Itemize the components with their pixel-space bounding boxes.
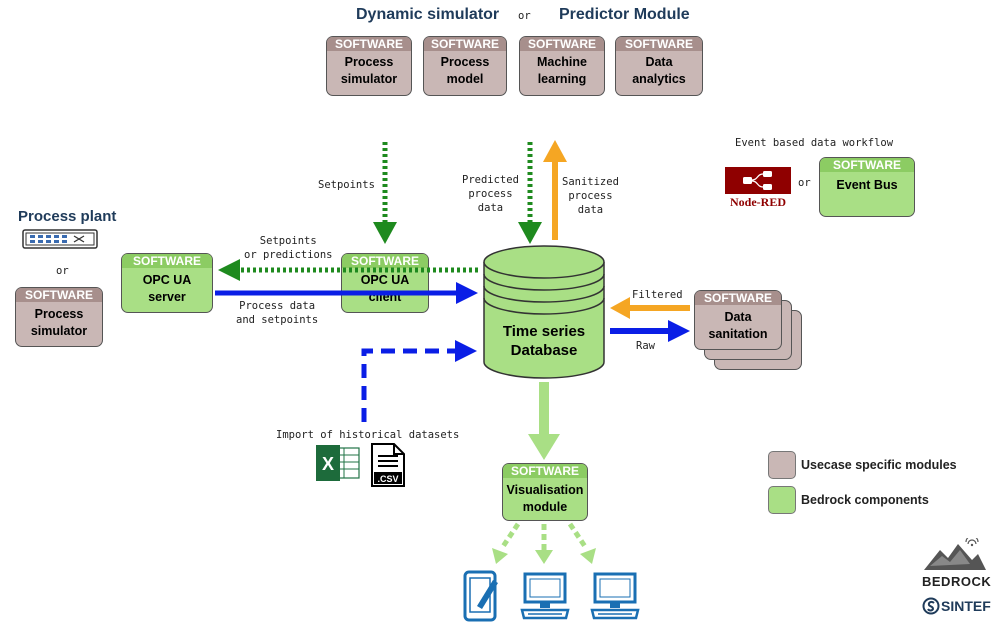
- opc-ua-server-box: SOFTWARE OPC UA server: [121, 253, 213, 313]
- import-arrowhead: [455, 340, 477, 362]
- predicted-arrowhead: [518, 222, 542, 244]
- opc-ua-client-box: SOFTWARE OPC UA client: [341, 253, 429, 313]
- network-switch-icon: [22, 229, 98, 249]
- filtered-label: Filtered: [632, 289, 683, 301]
- database-label-line: Database: [510, 342, 578, 359]
- module-label: Visualisation: [506, 483, 584, 497]
- sanitized-arrowhead: [543, 140, 567, 162]
- computer-icon: [590, 572, 640, 620]
- or-label-event: or: [798, 177, 811, 189]
- module-label: OPC UA: [142, 273, 192, 287]
- sanitized-process-data-label: Sanitized process data: [562, 176, 619, 216]
- software-tag: SOFTWARE: [616, 37, 702, 51]
- bedrock-logo-text: BEDROCK: [922, 574, 992, 589]
- setpoints-predictions-arrowhead: [218, 259, 240, 281]
- module-label: server: [148, 290, 186, 304]
- raw-arrowhead: [668, 320, 690, 342]
- sintef-logo-text: SINTEF: [941, 598, 991, 614]
- data-sanitation-box: SOFTWARE Data sanitation: [694, 290, 782, 350]
- setpoints-or-predictions-label: Setpoints or predictions: [244, 235, 333, 261]
- raw-label: Raw: [636, 340, 655, 352]
- module-label: Event Bus: [836, 178, 898, 192]
- output-arrowhead-right: [580, 548, 596, 564]
- software-tag: SOFTWARE: [342, 254, 428, 268]
- module-label: model: [446, 72, 484, 86]
- computer-icon: [520, 572, 570, 620]
- db-to-visualisation-arrowhead: [528, 434, 560, 460]
- module-label: module: [522, 500, 568, 514]
- module-label: Machine: [536, 55, 587, 69]
- title-predictor-module: Predictor Module: [559, 6, 690, 23]
- legend-swatch-bedrock: [768, 486, 796, 514]
- machine-learning-box: SOFTWARE Machine learning: [519, 36, 605, 96]
- module-label: analytics: [632, 72, 686, 86]
- predicted-process-data-label: Predicted process data: [462, 174, 519, 214]
- legend-label-usecase: Usecase specific modules: [801, 458, 957, 472]
- import-historical-label: Import of historical datasets: [276, 429, 460, 441]
- setpoints-arrowhead: [373, 222, 397, 244]
- or-label-left: or: [56, 265, 69, 277]
- software-tag: SOFTWARE: [820, 158, 914, 172]
- software-tag: SOFTWARE: [520, 37, 604, 51]
- module-label: Process: [34, 307, 84, 321]
- module-label: simulator: [340, 72, 398, 86]
- output-arrowhead-left: [492, 548, 508, 564]
- software-tag: SOFTWARE: [16, 288, 102, 302]
- process-data-arrowhead: [456, 282, 478, 304]
- svg-text:X: X: [322, 454, 334, 474]
- node-red-label: Node-RED: [730, 195, 786, 209]
- title-dynamic-simulator: Dynamic simulator: [356, 6, 500, 23]
- legend-swatch-usecase: [768, 451, 796, 479]
- excel-icon: X: [316, 445, 360, 481]
- or-label-top: or: [518, 10, 531, 22]
- data-analytics-box: SOFTWARE Data analytics: [615, 36, 703, 96]
- process-simulator-top-box: SOFTWARE Process simulator: [326, 36, 412, 96]
- output-arrow-left: [499, 522, 521, 550]
- software-tag: SOFTWARE: [327, 37, 411, 51]
- database-label-line: Time series: [502, 323, 586, 340]
- bedrock-logo: [924, 538, 986, 570]
- event-bus-box: SOFTWARE Event Bus: [819, 157, 915, 217]
- database-label: Time series Database: [480, 322, 608, 360]
- visualisation-module-box: SOFTWARE Visualisation module: [502, 463, 588, 521]
- csv-file-icon: [371, 443, 405, 487]
- module-label: learning: [537, 72, 587, 86]
- event-workflow-label: Event based data workflow: [735, 137, 894, 149]
- csv-label: .CSV: [377, 474, 399, 484]
- module-label: simulator: [30, 324, 88, 338]
- node-red-icon: [725, 167, 791, 194]
- software-tag: SOFTWARE: [424, 37, 506, 51]
- module-label: Process: [344, 55, 394, 69]
- module-label: OPC UA: [360, 273, 410, 287]
- title-process-plant: Process plant: [18, 208, 117, 225]
- output-arrow-right: [567, 522, 589, 550]
- sintef-logo-icon: [922, 597, 940, 615]
- import-arrow: [361, 348, 455, 422]
- setpoints-label: Setpoints: [318, 179, 375, 191]
- process-model-box: SOFTWARE Process model: [423, 36, 507, 96]
- database-cylinder: [483, 245, 605, 379]
- module-label: Data: [724, 310, 752, 324]
- process-simulator-left-box: SOFTWARE Process simulator: [15, 287, 103, 347]
- filtered-arrowhead: [610, 297, 630, 319]
- software-tag: SOFTWARE: [695, 291, 781, 305]
- output-arrowhead-middle: [535, 550, 553, 564]
- legend-label-bedrock: Bedrock components: [801, 493, 929, 507]
- module-label: sanitation: [708, 327, 768, 341]
- module-label: Data: [645, 55, 673, 69]
- process-data-and-setpoints-label: Process data and setpoints: [236, 300, 319, 326]
- tablet-icon: [463, 570, 498, 622]
- software-tag: SOFTWARE: [122, 254, 212, 268]
- module-label: Process: [440, 55, 490, 69]
- software-tag: SOFTWARE: [503, 464, 587, 478]
